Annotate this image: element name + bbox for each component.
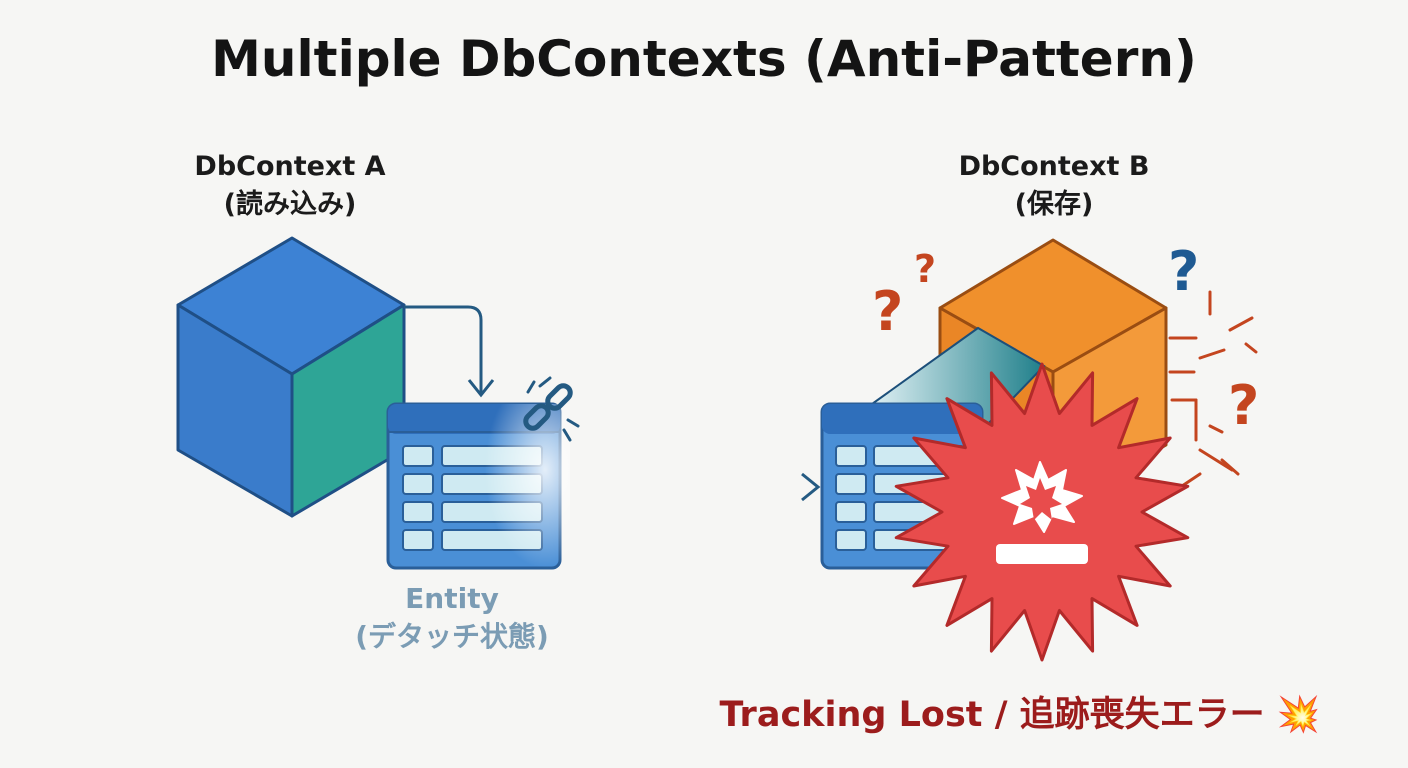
- error-message: Tracking Lost / 追跡喪失エラー 💥: [660, 686, 1380, 737]
- question-mark-icon: ?: [1228, 374, 1259, 437]
- entity-table-icon: [386, 402, 570, 570]
- question-mark-icon: ?: [872, 280, 903, 343]
- context-a-label: DbContext A (読み込み): [140, 148, 440, 224]
- question-mark-icon: ?: [1168, 240, 1199, 303]
- broken-link-icon: [523, 376, 580, 442]
- load-arrow: [404, 305, 483, 393]
- cube-a-icon: [176, 236, 406, 518]
- context-b-label: DbContext B (保存): [904, 148, 1204, 224]
- context-a-role: (読み込み): [223, 189, 357, 220]
- page-title: Multiple DbContexts (Anti-Pattern): [211, 30, 1197, 88]
- explosion-symbol-icon: [996, 461, 1088, 564]
- entity-label: Entity (デタッチ状態): [322, 580, 582, 656]
- question-mark-icon: ?: [914, 247, 936, 291]
- explosion-emoji-icon: 💥: [1276, 695, 1321, 735]
- entity-state: (デタッチ状態): [355, 620, 549, 653]
- transfer-arrow-head: [801, 472, 821, 502]
- context-a-name: DbContext A: [194, 151, 386, 182]
- load-arrow-head: [467, 379, 495, 398]
- entity-name: Entity: [405, 582, 499, 615]
- context-b-name: DbContext B: [958, 151, 1150, 182]
- context-b-role: (保存): [1014, 189, 1094, 220]
- error-text: Tracking Lost / 追跡喪失エラー: [719, 695, 1265, 735]
